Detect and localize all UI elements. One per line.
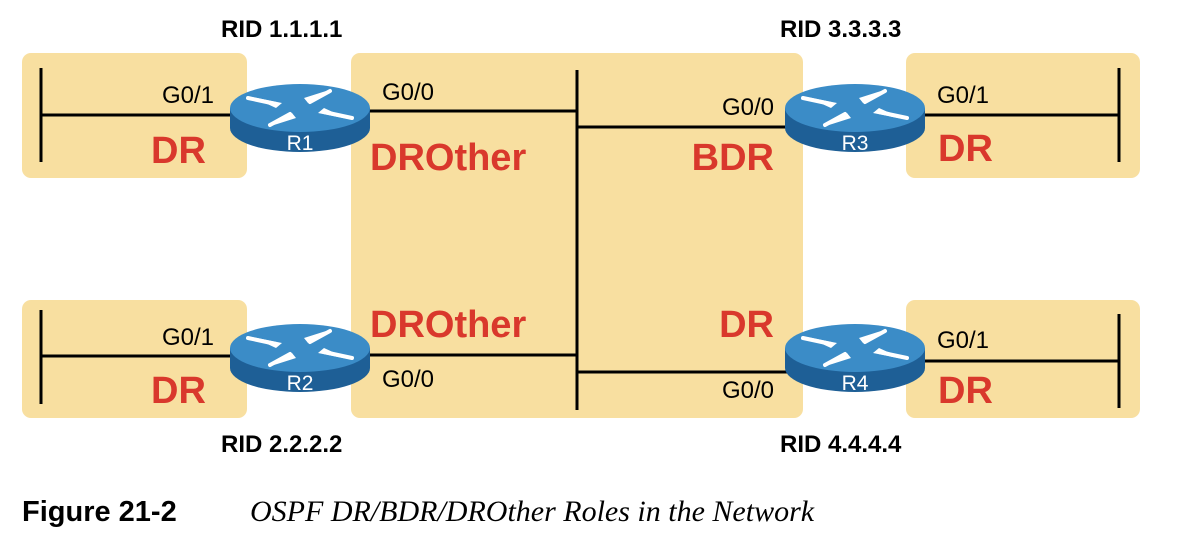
interface-label-r3-core: G0/0 bbox=[722, 94, 774, 121]
router-name: R3 bbox=[842, 132, 869, 155]
interface-label-r2-lan: G0/1 bbox=[162, 324, 214, 351]
lan-segment-r1 bbox=[39, 68, 232, 162]
core-segment bbox=[365, 70, 790, 410]
role-label-r3-lan: DR bbox=[938, 128, 993, 170]
router-name: R2 bbox=[287, 372, 314, 395]
interface-label-r4-lan: G0/1 bbox=[937, 327, 989, 354]
role-label-r2-core: DROther bbox=[370, 304, 526, 346]
lan-segment-r3 bbox=[925, 68, 1121, 162]
interface-label-r2-core: G0/0 bbox=[382, 366, 434, 393]
router-name: R1 bbox=[287, 132, 314, 155]
rid-label-r1: RID 1.1.1.1 bbox=[221, 16, 342, 43]
role-label-r4-lan: DR bbox=[938, 370, 993, 412]
role-label-r1-core: DROther bbox=[370, 137, 526, 179]
figure-title: OSPF DR/BDR/DROther Roles in the Network bbox=[250, 495, 815, 528]
router-r1[interactable]: R1 bbox=[230, 82, 370, 155]
interface-label-r3-lan: G0/1 bbox=[937, 82, 989, 109]
interface-label-r1-lan: G0/1 bbox=[162, 82, 214, 109]
rid-label-r4: RID 4.4.4.4 bbox=[780, 431, 902, 458]
role-label-r4-core: DR bbox=[719, 304, 774, 346]
router-r3[interactable]: R3 bbox=[785, 82, 925, 155]
role-label-r1-lan: DR bbox=[151, 130, 206, 172]
lan-subnet-r4 bbox=[906, 300, 1140, 418]
router-r4[interactable]: R4 bbox=[785, 322, 925, 395]
lan-segment-r2 bbox=[39, 310, 232, 404]
router-r2[interactable]: R2 bbox=[230, 322, 370, 395]
rid-label-r2: RID 2.2.2.2 bbox=[221, 431, 342, 458]
lan-subnet-r2 bbox=[22, 300, 247, 418]
figure-number: Figure 21-2 bbox=[22, 496, 177, 528]
role-label-r3-core: BDR bbox=[692, 137, 774, 179]
rid-label-r3: RID 3.3.3.3 bbox=[780, 16, 901, 43]
interface-label-r4-core: G0/0 bbox=[722, 377, 774, 404]
lan-segment-r4 bbox=[925, 314, 1121, 408]
router-name: R4 bbox=[842, 372, 869, 395]
role-label-r2-lan: DR bbox=[151, 370, 206, 412]
interface-label-r1-core: G0/0 bbox=[382, 79, 434, 106]
